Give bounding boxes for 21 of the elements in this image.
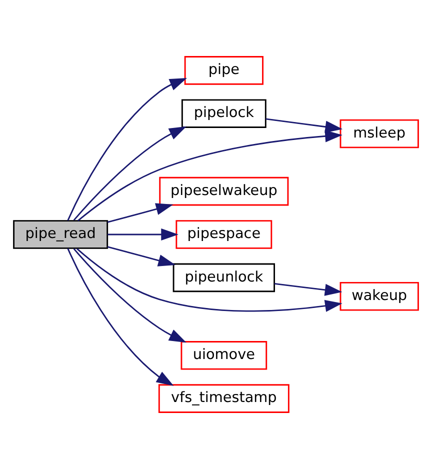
node-box: vfs_timestamp xyxy=(158,384,290,413)
arrow xyxy=(67,248,174,386)
node-box: msleep xyxy=(340,119,419,148)
node-box: pipe xyxy=(184,56,264,85)
node-box: uiomove xyxy=(180,341,268,370)
arrow xyxy=(107,203,174,223)
arrow xyxy=(76,248,342,312)
node-box: wakeup xyxy=(340,282,419,311)
arrow xyxy=(78,130,342,222)
arrow xyxy=(107,246,176,266)
node-box: pipelock xyxy=(181,99,266,128)
node-box: pipeunlock xyxy=(172,263,276,292)
arrow xyxy=(266,118,343,133)
arrow xyxy=(73,248,186,343)
arrow xyxy=(73,126,186,221)
node-box: pipe_read xyxy=(13,220,108,249)
node-box: pipespace xyxy=(176,220,272,249)
arrow xyxy=(108,228,178,241)
arrow xyxy=(67,78,187,221)
arrow xyxy=(274,282,342,296)
node-box: pipeselwakeup xyxy=(159,176,289,206)
